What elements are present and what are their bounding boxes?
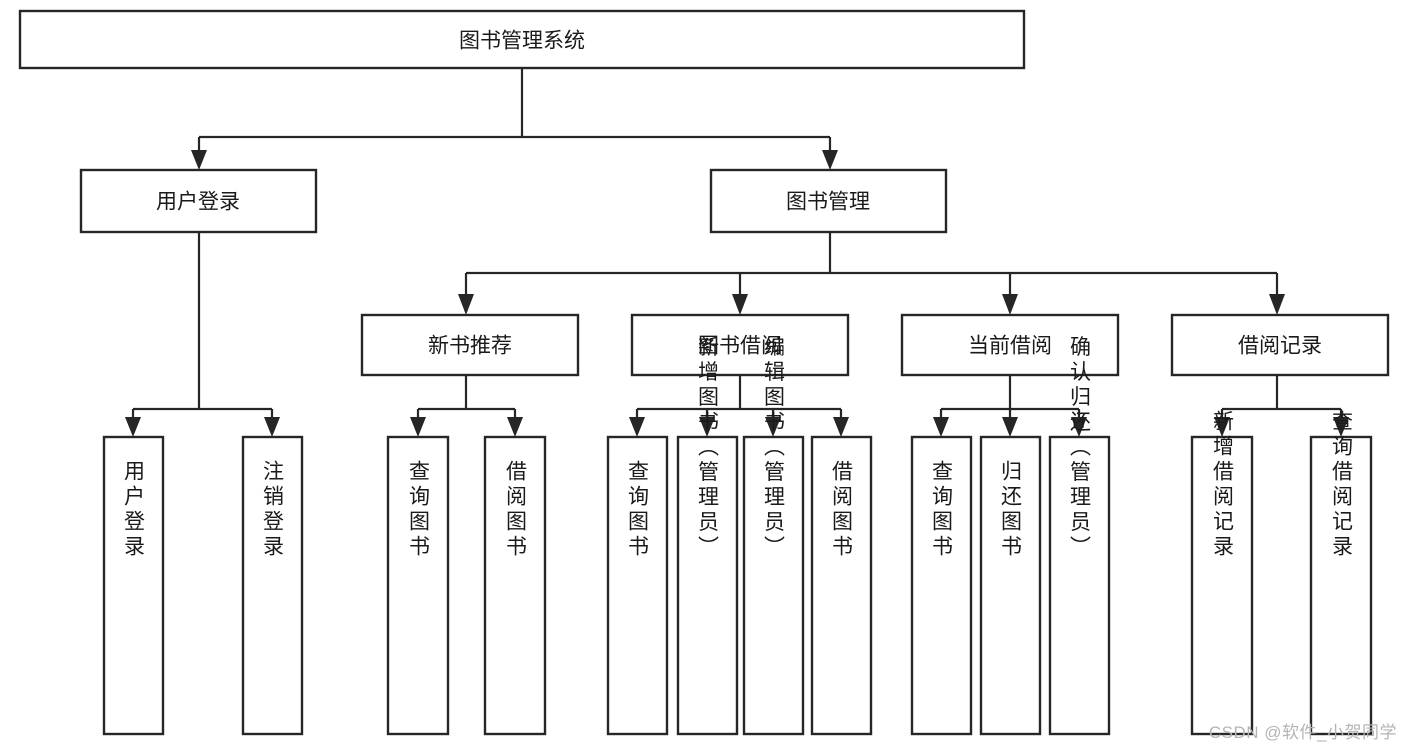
node-leaf-add-book[interactable]: 新增图书（管理员） [676, 336, 739, 736]
leaf-borrow-book-2-box[interactable] [810, 435, 873, 736]
leaf-query-book-3-label: 查询图书 [930, 460, 954, 560]
arrow-to-leaf-confirm-return [1071, 417, 1087, 437]
book-borrow-box[interactable] [630, 313, 850, 377]
leaf-query-book-2-label: 查询图书 [626, 460, 650, 560]
leaf-borrow-book-2-label: 借阅图书 [830, 460, 854, 560]
arrow-to-leaf-borrow-book-1 [507, 417, 523, 437]
arrow-to-leaf-query-book-1 [410, 417, 426, 437]
arrow-to-leaf-query-book-3 [933, 417, 949, 437]
node-leaf-query-book-2[interactable]: 查询图书 [606, 435, 669, 736]
borrow-record-label: 借阅记录 [1238, 335, 1322, 358]
node-root[interactable]: 图书管理系统 [18, 9, 1026, 70]
arrow-to-current-borrow [1002, 294, 1018, 315]
leaf-add-book-label: 新增图书（管理员） [696, 336, 720, 561]
leaf-user-login-label: 用户登录 [122, 460, 146, 560]
leaf-query-book-1-label: 查询图书 [407, 460, 431, 560]
arrow-to-leaf-return-book [1002, 417, 1018, 437]
leaf-user-logout-label: 注销登录 [261, 460, 285, 560]
leaf-query-borrow-record-box[interactable] [1309, 435, 1373, 736]
current-borrow-label: 当前借阅 [968, 335, 1052, 358]
root-box[interactable] [18, 9, 1026, 70]
node-borrow-record[interactable]: 借阅记录 [1170, 313, 1390, 377]
leaf-borrow-book-1-box[interactable] [483, 435, 547, 736]
node-leaf-query-book-1[interactable]: 查询图书 [386, 435, 450, 736]
arrow-to-leaf-add-book [699, 417, 715, 437]
arrow-to-leaf-query-borrow-record [1333, 417, 1349, 437]
node-book-manage[interactable]: 图书管理 [709, 168, 948, 234]
leaf-return-book-box[interactable] [979, 435, 1042, 736]
node-leaf-confirm-return[interactable]: 确认归还（管理员） [1048, 336, 1111, 736]
connector-borrow-record-bus [1220, 375, 1343, 427]
connector-book-manage-bus [464, 232, 1279, 305]
arrow-to-book-borrow [732, 294, 748, 315]
leaf-user-logout-box[interactable] [241, 435, 304, 736]
new-book-recommend-box[interactable] [360, 313, 580, 377]
node-book-borrow[interactable]: 图书借阅 [630, 313, 850, 377]
leaf-query-book-1-box[interactable] [386, 435, 450, 736]
arrow-to-leaf-add-borrow-record [1214, 417, 1230, 437]
leaf-borrow-book-1-label: 借阅图书 [504, 460, 528, 560]
node-leaf-query-borrow-record[interactable]: 查询借阅记录 [1309, 410, 1373, 736]
node-leaf-borrow-book-1[interactable]: 借阅图书 [483, 435, 547, 736]
leaf-confirm-return-label: 确认归还（管理员） [1068, 336, 1092, 561]
connector-new-book-recommend-bus [416, 375, 517, 427]
arrow-to-leaf-user-login [125, 417, 141, 437]
node-leaf-user-login[interactable]: 用户登录 [102, 435, 165, 736]
node-leaf-return-book[interactable]: 归还图书 [979, 435, 1042, 736]
borrow-record-box[interactable] [1170, 313, 1390, 377]
leaf-query-borrow-record-label: 查询借阅记录 [1330, 410, 1354, 560]
new-book-recommend-label: 新书推荐 [428, 335, 512, 358]
arrow-to-leaf-query-book-2 [629, 417, 645, 437]
node-leaf-borrow-book-2[interactable]: 借阅图书 [810, 435, 873, 736]
node-new-book-recommend[interactable]: 新书推荐 [360, 313, 580, 377]
leaf-query-book-2-box[interactable] [606, 435, 669, 736]
leaf-add-borrow-record-label: 新增借阅记录 [1211, 410, 1235, 560]
user-login-label: 用户登录 [156, 191, 240, 214]
leaf-confirm-return-box[interactable] [1048, 435, 1111, 736]
connector-book-borrow-bus [635, 375, 843, 427]
root-label: 图书管理系统 [459, 30, 585, 53]
book-borrow-label: 图书借阅 [698, 335, 782, 358]
node-user-login[interactable]: 用户登录 [79, 168, 318, 234]
leaf-user-login-box[interactable] [102, 435, 165, 736]
leaf-edit-book-label: 编辑图书（管理员） [762, 336, 786, 561]
book-manage-box[interactable] [709, 168, 948, 234]
node-leaf-add-borrow-record[interactable]: 新增借阅记录 [1190, 410, 1254, 736]
book-manage-label: 图书管理 [786, 191, 870, 214]
arrow-to-leaf-borrow-book-2 [833, 417, 849, 437]
leaf-add-borrow-record-box[interactable] [1190, 435, 1254, 736]
arrow-to-leaf-user-logout [264, 417, 280, 437]
arrow-to-user-login [191, 150, 207, 170]
connector-root-bus [197, 68, 832, 160]
connector-layer [125, 68, 1349, 437]
current-borrow-box[interactable] [900, 313, 1120, 377]
leaf-return-book-label: 归还图书 [999, 460, 1023, 560]
arrow-to-book-manage [822, 150, 838, 170]
node-leaf-edit-book[interactable]: 编辑图书（管理员） [742, 336, 805, 736]
leaf-edit-book-box[interactable] [742, 435, 805, 736]
leaf-query-book-3-box[interactable] [910, 435, 973, 736]
arrow-to-leaf-edit-book [765, 417, 781, 437]
node-leaf-user-logout[interactable]: 注销登录 [241, 435, 304, 736]
leaf-add-book-box[interactable] [676, 435, 739, 736]
user-login-box[interactable] [79, 168, 318, 234]
arrow-to-new-book-recommend [458, 294, 474, 315]
arrow-to-borrow-record [1269, 294, 1285, 315]
node-leaf-query-book-3[interactable]: 查询图书 [910, 435, 973, 736]
connector-user-login-bus [131, 232, 274, 427]
node-current-borrow[interactable]: 当前借阅 [900, 313, 1120, 377]
